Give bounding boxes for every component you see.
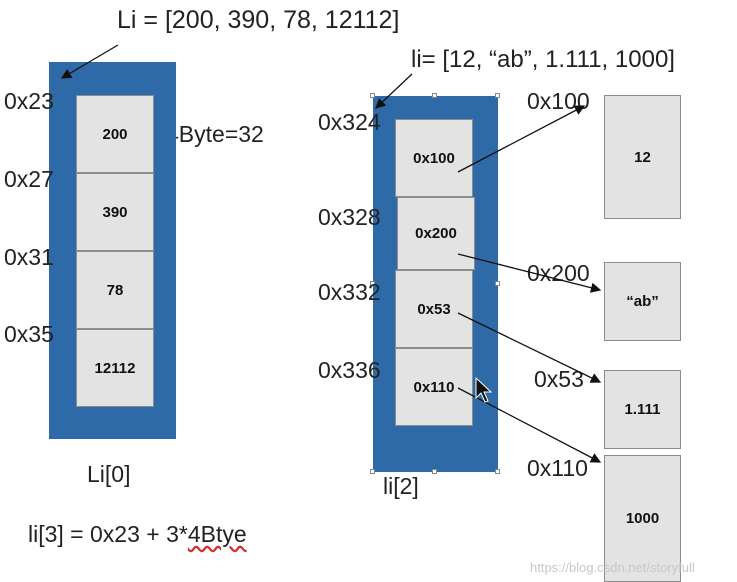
pointer-arrow-1	[457, 253, 602, 293]
right-list-title: li= [12, “ab”, 1.111, 1000]	[411, 46, 675, 73]
object-box-1: “ab”	[604, 262, 681, 341]
left-cell-2: 78	[76, 251, 154, 329]
right-cell-1: 0x200	[397, 197, 475, 270]
right-cell-2: 0x53	[395, 270, 473, 348]
left-address-1: 0x27	[4, 166, 54, 192]
selection-handle[interactable]	[495, 93, 500, 98]
selection-handle[interactable]	[370, 281, 375, 286]
right-address-0: 0x324	[318, 109, 381, 135]
left-address-0: 0x23	[4, 88, 54, 114]
selection-handle[interactable]	[495, 469, 500, 474]
right-title-arrow	[375, 73, 413, 109]
left-cell-0: 200	[76, 95, 154, 173]
object-box-2: 1.111	[604, 370, 681, 449]
right-address-3: 0x336	[318, 357, 381, 383]
right-caption: li[2]	[383, 473, 419, 499]
selection-handle[interactable]	[432, 469, 437, 474]
left-cell-3: 12112	[76, 329, 154, 407]
selection-handle[interactable]	[370, 93, 375, 98]
left-caption: Li[0]	[87, 461, 131, 487]
selection-handle[interactable]	[370, 469, 375, 474]
pointer-arrow-2	[457, 312, 602, 383]
left-list-title: Li = [200, 390, 78, 12112]	[117, 6, 400, 34]
right-address-1: 0x328	[318, 204, 381, 230]
left-address-3: 0x35	[4, 321, 54, 347]
selection-handle[interactable]	[495, 281, 500, 286]
selection-handle[interactable]	[432, 93, 437, 98]
pointer-arrow-0	[457, 105, 586, 173]
right-address-2: 0x332	[318, 279, 381, 305]
object-address-3: 0x110	[527, 455, 588, 481]
right-cell-0: 0x100	[395, 119, 473, 197]
left-address-2: 0x31	[4, 244, 54, 270]
formula-unit: 4Btye	[187, 521, 247, 547]
right-cell-3: 0x110	[395, 348, 473, 426]
object-box-0: 12	[604, 95, 681, 219]
object-address-1: 0x200	[527, 260, 590, 286]
pointer-arrow-3	[457, 387, 602, 463]
size-note: 4Byte=32	[166, 121, 264, 147]
left-title-arrow	[60, 44, 119, 79]
formula-prefix: li[3] = 0x23 + 3*	[28, 521, 188, 547]
object-box-3: 1000	[604, 455, 681, 582]
left-cell-1: 390	[76, 173, 154, 251]
mouse-cursor-icon	[475, 376, 493, 403]
watermark: https://blog.csdn.net/storyfull	[530, 560, 695, 575]
index-formula: li[3] = 0x23 + 3*4Btye	[28, 521, 247, 548]
